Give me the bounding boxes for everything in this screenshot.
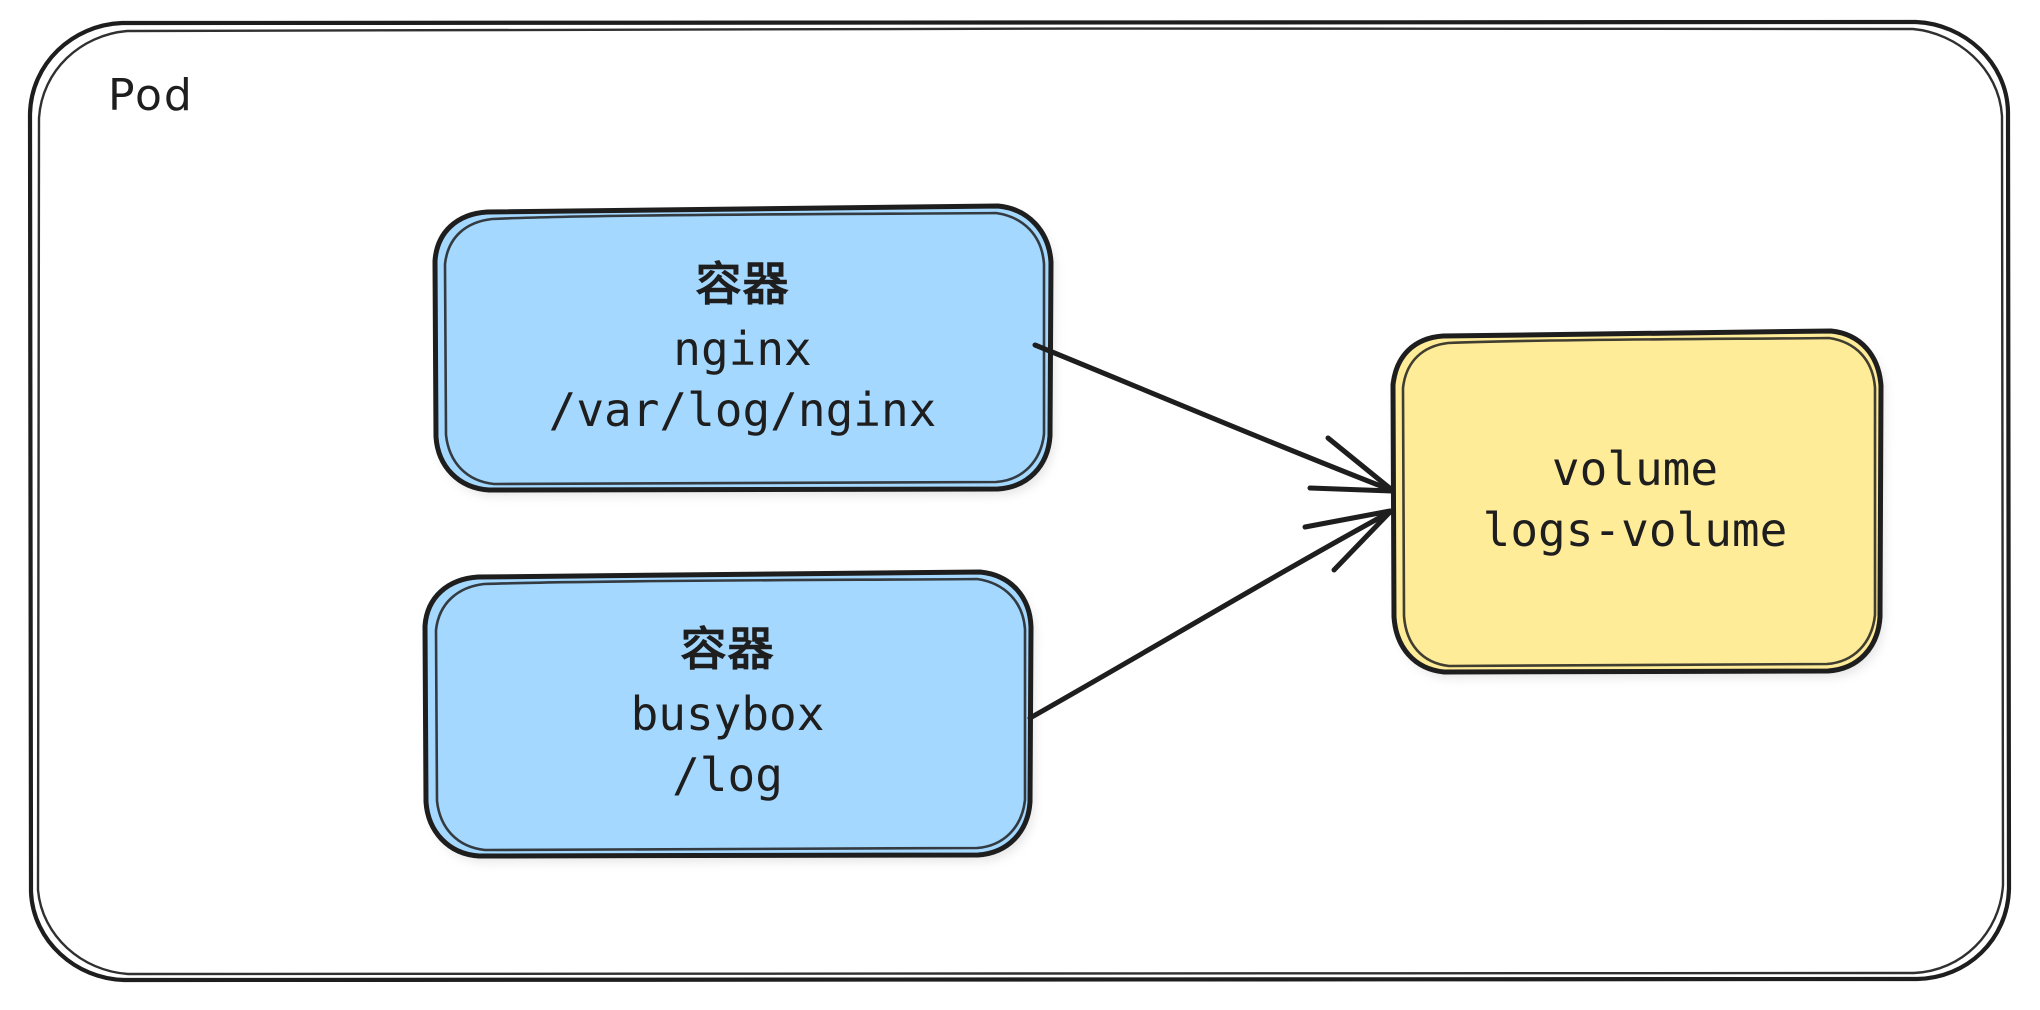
volume-box[interactable] (1390, 328, 1884, 675)
arrow-busybox-to-volume[interactable] (1027, 508, 1393, 721)
arrow-nginx-to-volume[interactable] (1032, 342, 1395, 494)
container-box-nginx[interactable] (432, 203, 1054, 493)
pod-boundary[interactable] (27, 19, 2012, 983)
container-box-busybox[interactable] (422, 569, 1034, 859)
